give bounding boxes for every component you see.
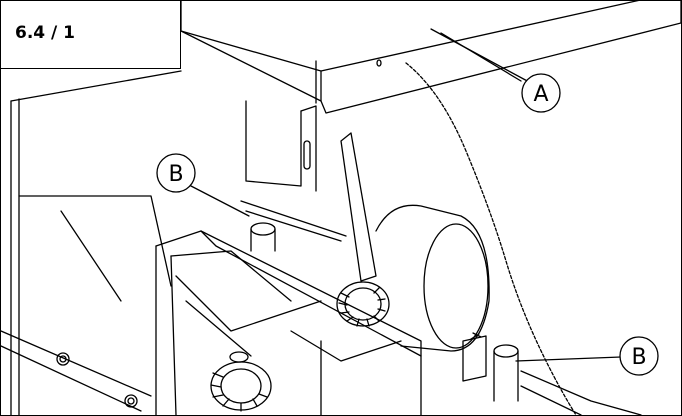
frame-left [10,70,182,415]
pulley-housing [375,204,490,352]
callout-b-upper: B [156,153,196,193]
callout-b-upper-label: B [168,162,183,187]
callout-a-label: A [533,82,548,107]
bracket-arm [240,132,377,282]
bottom-rail [1,330,152,412]
vertical-plates [245,100,317,192]
clamp-cylinders [250,222,642,415]
upper-gear [336,281,390,327]
leader-lines [190,32,622,362]
callout-a: A [521,73,561,113]
carriage-frame [155,230,422,415]
saw-blade-edge [405,62,577,415]
callout-b-lower: B [619,336,659,376]
callout-b-lower-label: B [631,345,646,370]
lower-gear [210,351,272,412]
figure-reference-label: 6.4 / 1 [1,1,181,69]
top-cover-housing [180,1,681,114]
